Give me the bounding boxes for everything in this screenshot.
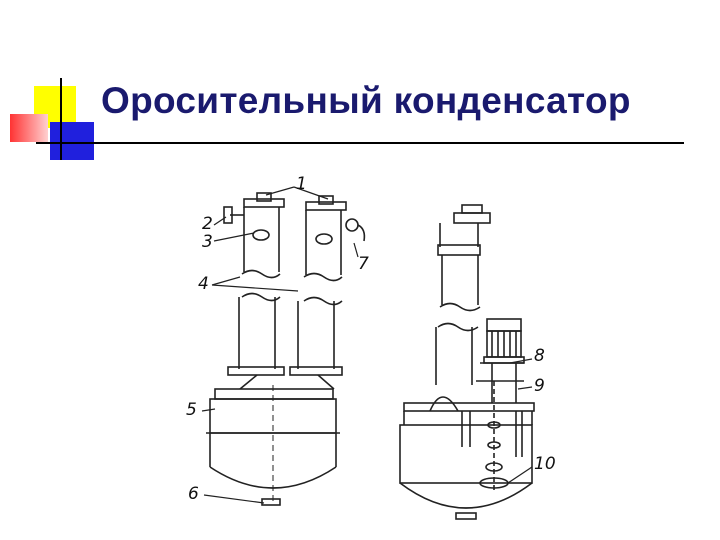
label-10: 10 — [534, 454, 556, 474]
left-apparatus — [206, 192, 366, 506]
label-2: 2 — [202, 214, 213, 234]
leader-lines — [201, 186, 533, 504]
decor-blue-square — [50, 122, 94, 160]
label-4: 4 — [198, 274, 209, 294]
label-8: 8 — [534, 346, 545, 366]
decor-vertical-line — [60, 78, 62, 160]
slide-title: Оросительный конденсатор — [101, 80, 631, 121]
label-5: 5 — [186, 400, 197, 420]
title-underline — [36, 142, 684, 144]
right-apparatus — [399, 204, 535, 520]
condenser-drawing: 1 2 3 4 7 5 6 8 9 10 — [122, 157, 615, 528]
label-6: 6 — [188, 484, 199, 504]
decor-pink-square — [10, 114, 48, 142]
label-7: 7 — [358, 254, 369, 274]
label-9: 9 — [534, 376, 545, 396]
label-3: 3 — [202, 232, 213, 252]
label-1: 1 — [296, 174, 307, 194]
